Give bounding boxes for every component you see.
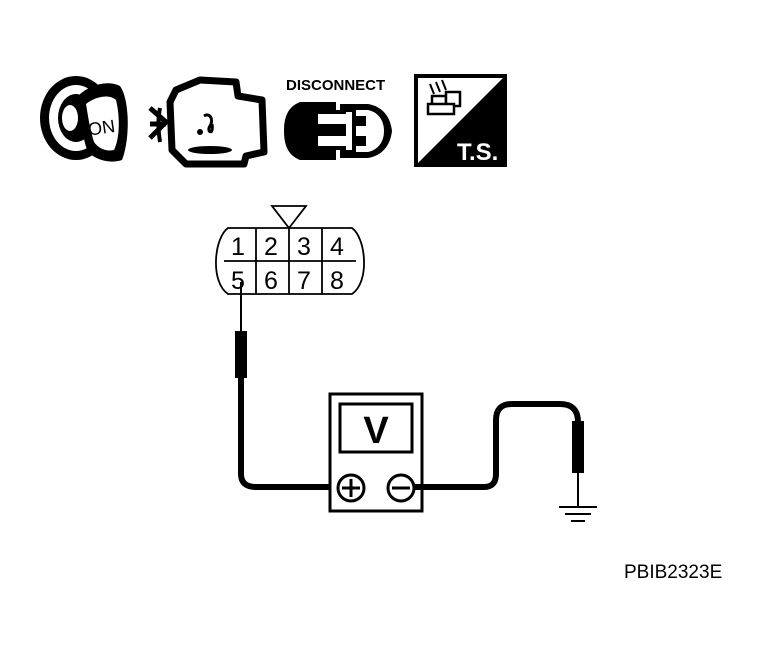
trouble-shooting-icon: T.S. — [414, 74, 507, 167]
ignition-key-icon: ON — [40, 76, 128, 162]
voltmeter: V — [328, 392, 424, 513]
positive-test-lead — [235, 282, 334, 490]
engine-icon — [148, 76, 268, 168]
voltmeter-display — [338, 402, 414, 454]
pin-number: 1 — [231, 233, 245, 261]
disconnect-label: DISCONNECT — [286, 77, 385, 94]
connector-disconnect-icon: DISCONNECT — [284, 77, 392, 160]
negative-terminal — [386, 473, 416, 503]
positive-terminal — [336, 473, 366, 503]
trouble-shooting-label: T.S. — [457, 139, 498, 166]
pin-number: 2 — [264, 233, 278, 261]
reference-code: PBIB2323E — [624, 562, 723, 583]
pin-number: 5 — [231, 267, 245, 295]
ground-symbol-icon — [559, 506, 597, 522]
voltmeter-unit-label: V — [363, 410, 389, 452]
pin-number: 4 — [330, 233, 344, 261]
pin-number: 3 — [297, 233, 311, 261]
pin-number: 6 — [264, 267, 278, 295]
negative-test-lead — [414, 401, 584, 506]
harness-connector — [215, 205, 365, 295]
pin-number: 8 — [330, 267, 344, 295]
connector-key-tab — [270, 205, 308, 230]
pin-number: 7 — [297, 267, 311, 295]
ignition-on-label: ON — [87, 116, 117, 140]
